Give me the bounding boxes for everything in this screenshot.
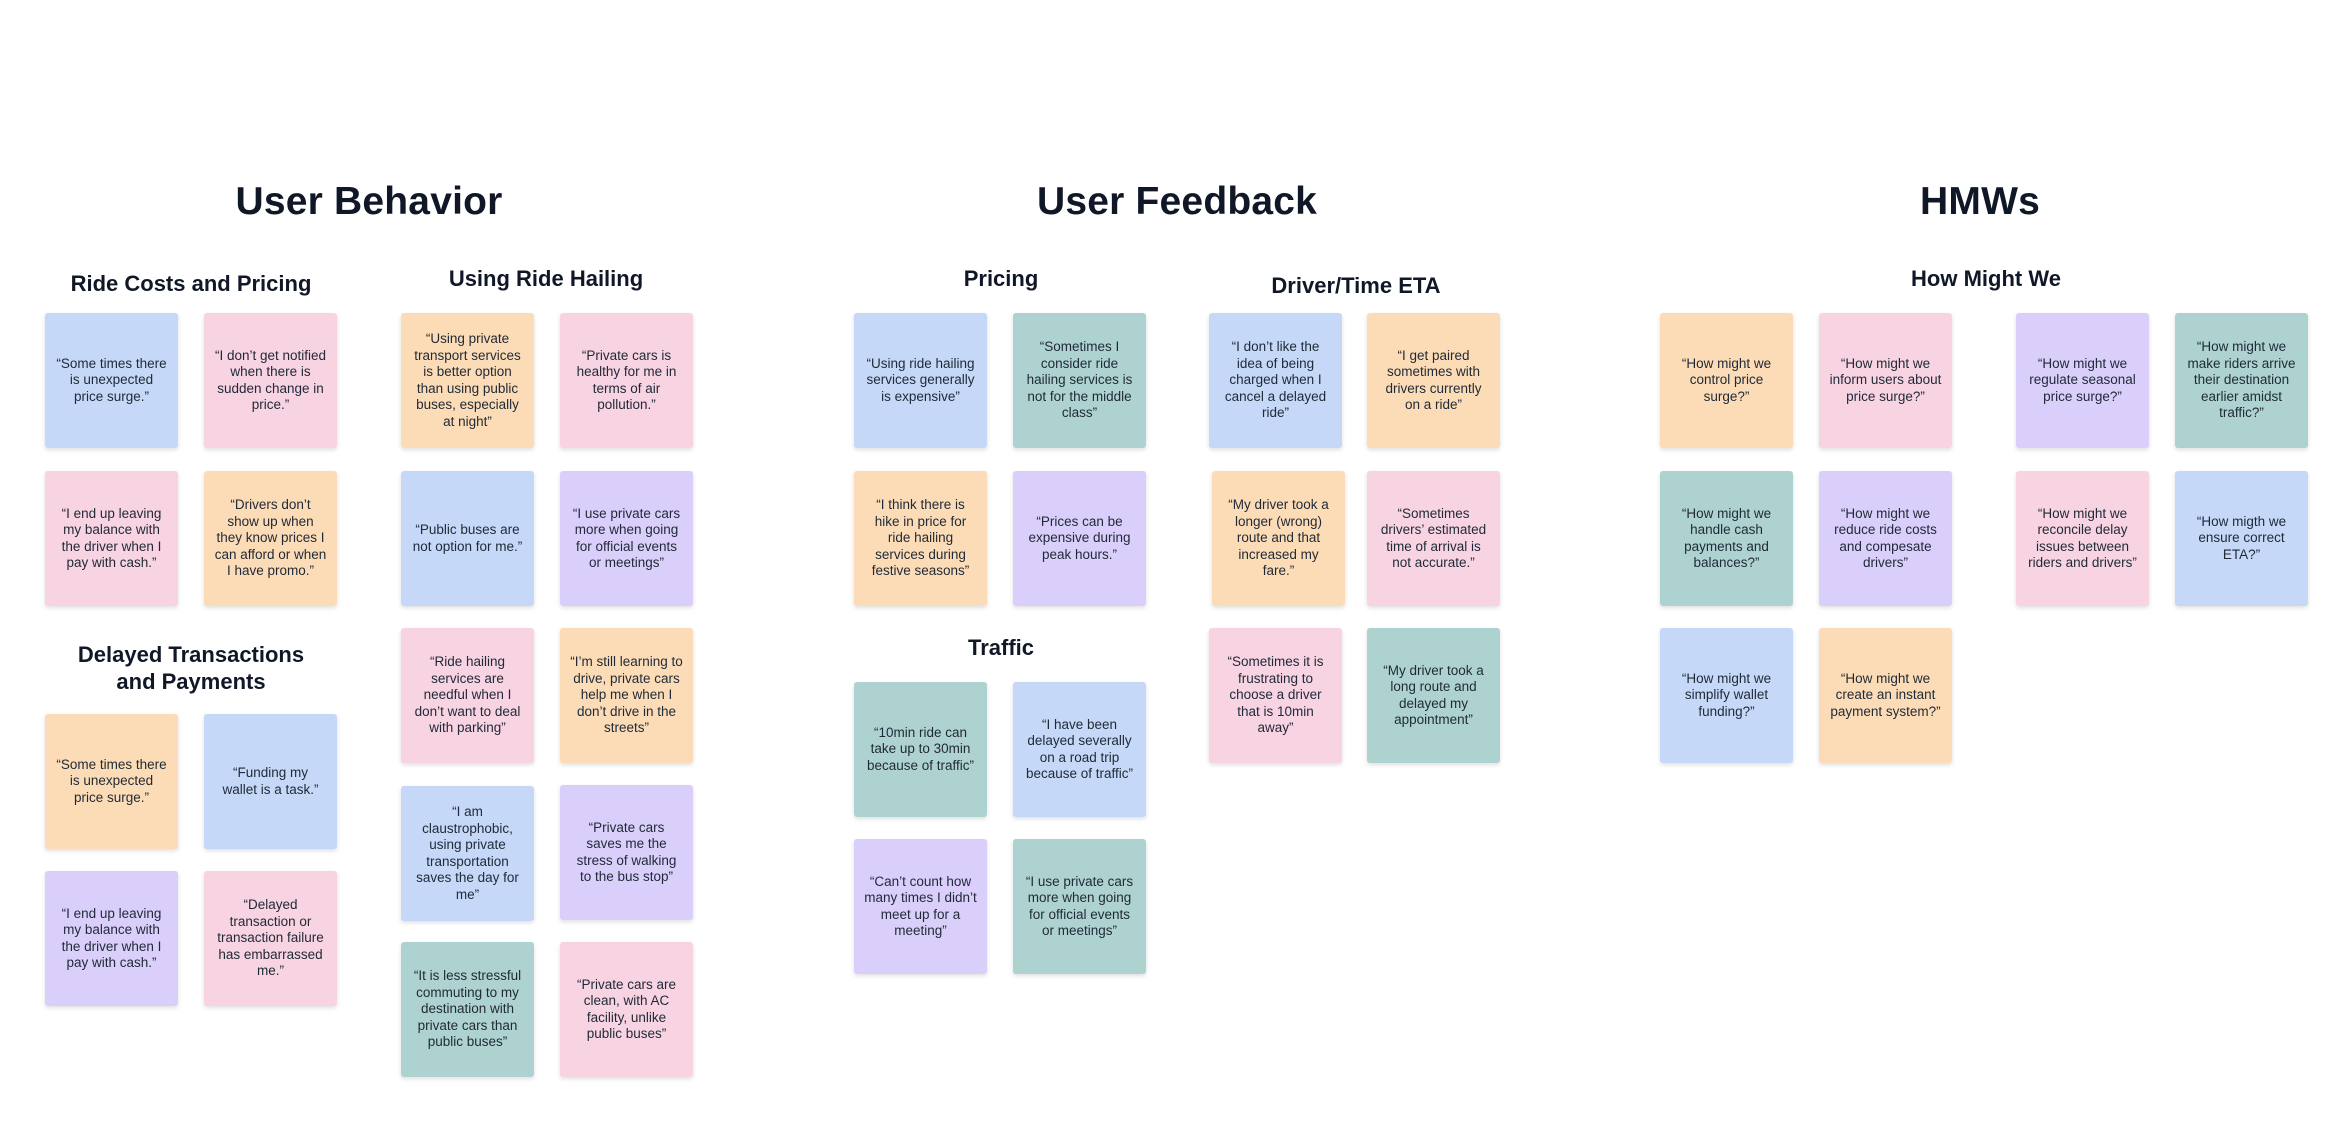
group-title-driver-eta: Driver/Time ETA <box>1271 273 1441 298</box>
sticky-note[interactable]: “Private cars is healthy for me in terms… <box>560 313 693 448</box>
group-title-pricing: Pricing <box>963 266 1039 291</box>
sticky-note[interactable]: “How might we simplify wallet funding?” <box>1660 628 1793 763</box>
sticky-note[interactable]: “Sometimes it is frustrating to choose a… <box>1209 628 1342 763</box>
sticky-note[interactable]: “Drivers don’t show up when they know pr… <box>204 471 337 606</box>
sticky-note[interactable]: “I get paired sometimes with drivers cur… <box>1367 313 1500 448</box>
section-title-user-behavior: User Behavior <box>235 180 503 223</box>
sticky-note[interactable]: “Using ride hailing services generally i… <box>854 313 987 448</box>
sticky-note[interactable]: “Public buses are not option for me.” <box>401 471 534 606</box>
sticky-note[interactable]: “Private cars are clean, with AC facilit… <box>560 942 693 1077</box>
sticky-note[interactable]: “I think there is hike in price for ride… <box>854 471 987 606</box>
sticky-note[interactable]: “Ride hailing services are needful when … <box>401 628 534 763</box>
section-title-user-feedback: User Feedback <box>1036 180 1318 223</box>
sticky-note[interactable]: “I use private cars more when going for … <box>1013 839 1146 974</box>
sticky-note[interactable]: “Sometimes drivers’ estimated time of ar… <box>1367 471 1500 606</box>
sticky-note[interactable]: “Sometimes I consider ride hailing servi… <box>1013 313 1146 448</box>
sticky-note[interactable]: “How migth we ensure correct ETA?” <box>2175 471 2308 606</box>
sticky-note[interactable]: “Funding my wallet is a task.” <box>204 714 337 849</box>
section-title-hmws: HMWs <box>1920 180 2040 223</box>
sticky-note[interactable]: “I am claustrophobic, using private tran… <box>401 786 534 921</box>
sticky-note[interactable]: “I end up leaving my balance with the dr… <box>45 871 178 1006</box>
sticky-note[interactable]: “My driver took a longer (wrong) route a… <box>1212 471 1345 606</box>
sticky-note[interactable]: “Some times there is unexpected price su… <box>45 714 178 849</box>
group-title-traffic: Traffic <box>967 635 1035 660</box>
sticky-note[interactable]: “How might we create an instant payment … <box>1819 628 1952 763</box>
sticky-note[interactable]: “I don’t like the idea of being charged … <box>1209 313 1342 448</box>
sticky-note[interactable]: “It is less stressful commuting to my de… <box>401 942 534 1077</box>
sticky-note[interactable]: “Private cars saves me the stress of wal… <box>560 785 693 920</box>
sticky-note[interactable]: “My driver took a long route and delayed… <box>1367 628 1500 763</box>
group-title-delayed-transactions: Delayed Transactions and Payments <box>77 642 305 694</box>
sticky-note[interactable]: “10min ride can take up to 30min because… <box>854 682 987 817</box>
sticky-note[interactable]: “Can’t count how many times I didn’t mee… <box>854 839 987 974</box>
sticky-note[interactable]: “Using private transport services is bet… <box>401 313 534 448</box>
sticky-note[interactable]: “How might we reduce ride costs and comp… <box>1819 471 1952 606</box>
sticky-note[interactable]: “How might we handle cash payments and b… <box>1660 471 1793 606</box>
sticky-note[interactable]: “How might we reconcile delay issues bet… <box>2016 471 2149 606</box>
sticky-note[interactable]: “How might we inform users about price s… <box>1819 313 1952 448</box>
sticky-note[interactable]: “Delayed transaction or transaction fail… <box>204 871 337 1006</box>
sticky-note[interactable]: “How might we make riders arrive their d… <box>2175 313 2308 448</box>
sticky-note[interactable]: “I have been delayed severally on a road… <box>1013 682 1146 817</box>
group-title-using-ride-hailing: Using Ride Hailing <box>448 266 644 291</box>
sticky-note[interactable]: “I don’t get notified when there is sudd… <box>204 313 337 448</box>
sticky-note[interactable]: “How might we control price surge?” <box>1660 313 1793 448</box>
sticky-note[interactable]: “Some times there is unexpected price su… <box>45 313 178 448</box>
sticky-note[interactable]: “Prices can be expensive during peak hou… <box>1013 471 1146 606</box>
sticky-note[interactable]: “How might we regulate seasonal price su… <box>2016 313 2149 448</box>
sticky-note[interactable]: “I’m still learning to drive, private ca… <box>560 628 693 763</box>
sticky-note[interactable]: “I end up leaving my balance with the dr… <box>45 471 178 606</box>
group-title-ride-costs: Ride Costs and Pricing <box>70 271 312 296</box>
sticky-note[interactable]: “I use private cars more when going for … <box>560 471 693 606</box>
group-title-how-might-we: How Might We <box>1911 266 2061 291</box>
